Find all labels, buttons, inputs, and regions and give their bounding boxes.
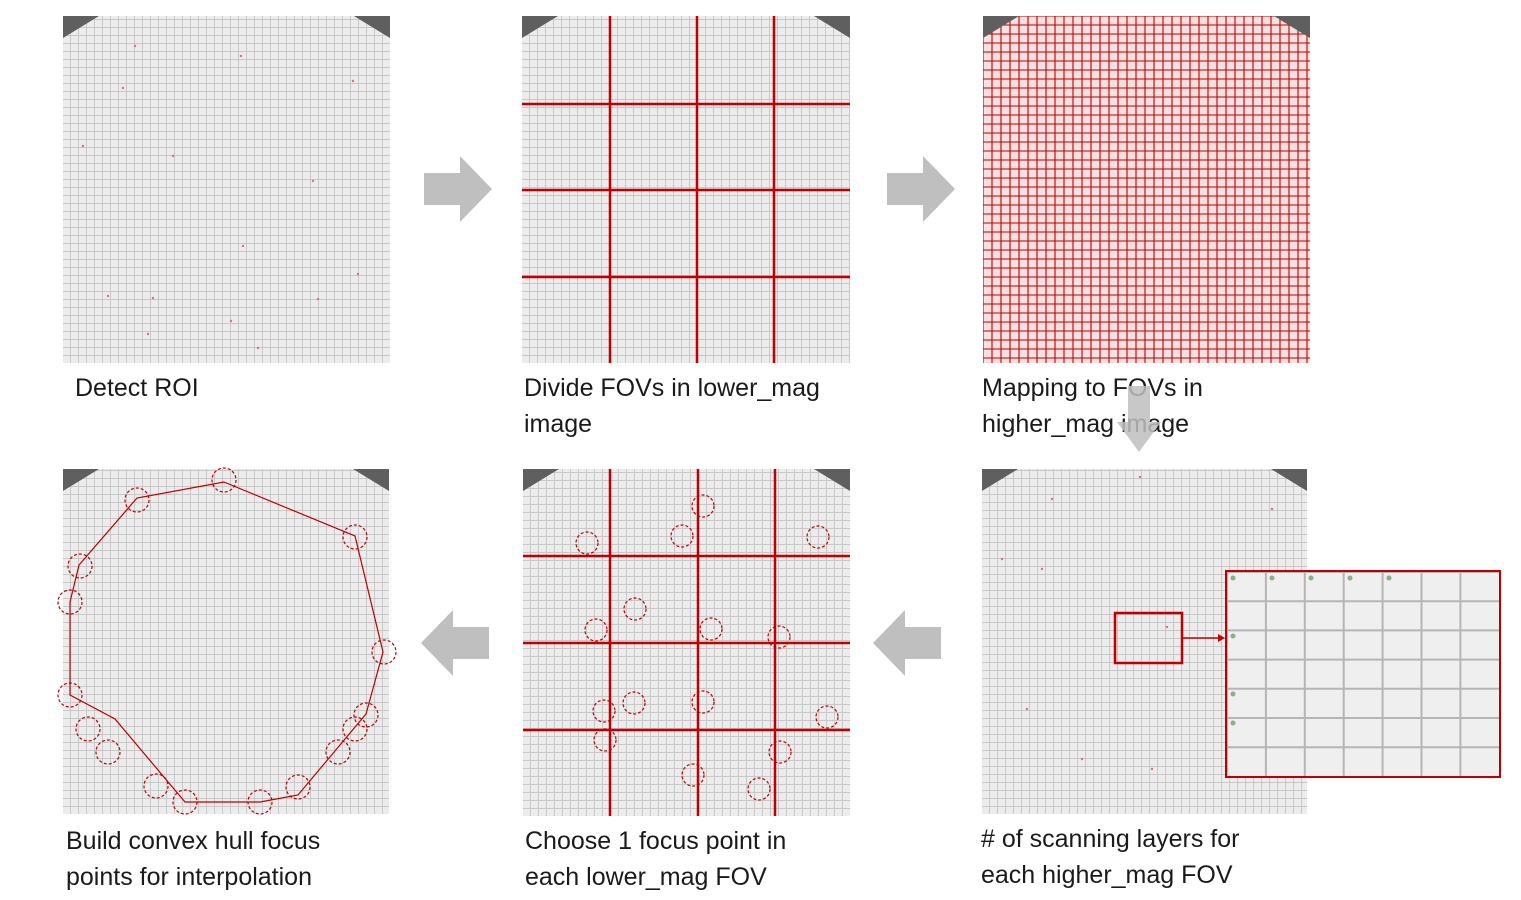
caption-line: Detect ROI [75, 374, 199, 402]
caption-line: # of scanning layers for [981, 825, 1240, 853]
arrow-right-icon [424, 156, 492, 222]
arrow-right-icon [887, 156, 955, 222]
caption-line: Divide FOVs in lower_mag [524, 374, 820, 402]
caption-convex-hull: Build convex hull focus points for inter… [66, 823, 320, 895]
arrow-left-icon [421, 610, 489, 676]
convex-hull-panel[interactable] [57, 467, 397, 815]
zoom-inset-grid [1227, 572, 1499, 776]
caption-divide-fovs: Divide FOVs in lower_mag image [524, 370, 820, 442]
caption-line: each higher_mag FOV [981, 861, 1233, 889]
caption-line: each lower_mag FOV [525, 863, 767, 891]
scanning-layers-dots [1000, 475, 1274, 771]
arrow-left-icon [873, 610, 941, 676]
higher-mag-fov-grid [983, 16, 1310, 363]
caption-line: Choose 1 focus point in [525, 827, 787, 855]
caption-detect-roi: Detect ROI [75, 370, 199, 406]
choose-focus-panel [523, 469, 850, 816]
caption-choose-focus: Choose 1 focus point in each lower_mag F… [525, 823, 786, 895]
divide-fovs-panel [522, 16, 850, 363]
caption-map-fovs: Mapping to FOVs in higher_mag image [982, 370, 1203, 442]
lower-mag-fov-grid [522, 16, 850, 363]
caption-line: higher_mag image [982, 410, 1190, 438]
detect-roi-panel [63, 16, 390, 363]
convex-hull-background [63, 469, 389, 814]
convex-hull-outline [57, 467, 397, 815]
detect-roi-dots [81, 44, 360, 350]
arrow-down-icon [1117, 386, 1161, 452]
caption-scanning-layers: # of scanning layers for each higher_mag… [981, 821, 1239, 893]
caption-line: image [524, 410, 593, 438]
caption-line: Mapping to FOVs in [982, 374, 1203, 402]
focus-point-grid [523, 469, 850, 816]
caption-line: points for interpolation [66, 863, 312, 891]
zoom-inset [1225, 570, 1501, 778]
map-fovs-panel [983, 16, 1310, 363]
caption-line: Build convex hull focus [66, 827, 321, 855]
